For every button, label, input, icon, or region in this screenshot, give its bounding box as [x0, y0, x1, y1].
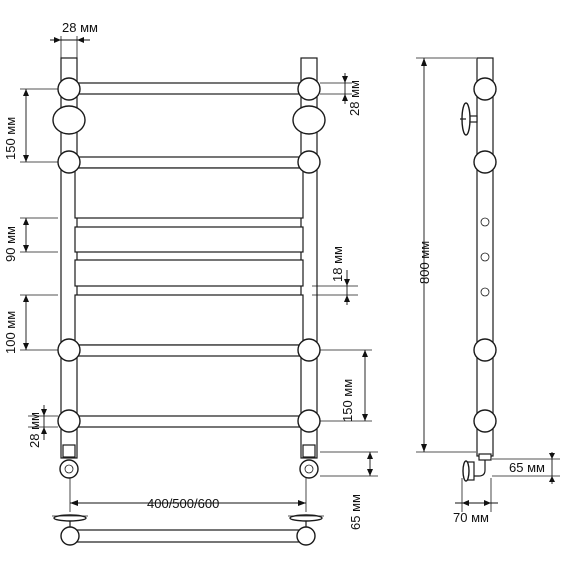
rail-3 [76, 344, 302, 357]
joint-ball [57, 150, 81, 174]
dim-label-top-tube: 28 мм [62, 20, 98, 35]
dim-label-top-rail-gap: 28 мм [347, 80, 362, 116]
side-tube [476, 57, 494, 457]
side-wall-bracket [460, 102, 478, 136]
top-view-ball-right [296, 526, 316, 546]
side-connection [462, 453, 492, 482]
dimension-labels: 28 мм 28 мм 150 мм 90 мм 18 мм 100 мм 15… [3, 20, 545, 530]
joint-ball [297, 77, 321, 101]
side-view [460, 57, 497, 482]
joint-ball [297, 409, 321, 433]
dim-label-wall-offset: 70 мм [453, 510, 489, 525]
side-ball [473, 150, 497, 174]
valve-left [59, 444, 79, 479]
hole-marker [480, 252, 490, 262]
dim-label-bottom-spacing: 150 мм [340, 379, 355, 422]
dim-label-rail-gap: 18 мм [330, 246, 345, 282]
dim-label-lower-spacing: 100 мм [3, 311, 18, 354]
side-ball [473, 77, 497, 101]
dim-label-side-connection: 65 мм [509, 460, 545, 475]
hole-marker [480, 287, 490, 297]
joint-ball [57, 409, 81, 433]
shelf-panel-3 [74, 259, 304, 287]
top-view-ball-left [60, 526, 80, 546]
joint-ball [297, 150, 321, 174]
dim-label-height-total: 800 мм [417, 241, 432, 284]
front-view [52, 57, 326, 479]
dim-label-width: 400/500/600 [147, 496, 219, 511]
dimensions [20, 36, 560, 512]
side-ball [473, 338, 497, 362]
wall-plate-left [53, 514, 87, 522]
dim-label-upper-spacing: 150 мм [3, 117, 18, 160]
top-view [52, 514, 324, 546]
joint-ball [57, 338, 81, 362]
joint-ball [57, 77, 81, 101]
dim-label-mid-spacing: 90 мм [3, 226, 18, 262]
dim-label-bottom-rail: 28 мм [27, 412, 42, 448]
dim-label-connection-height: 65 мм [348, 494, 363, 530]
shelf-panel-1 [74, 167, 304, 219]
valve-right [299, 444, 319, 479]
rail-2 [76, 156, 302, 169]
shelf-panel-2 [74, 226, 304, 253]
top-view-rail [71, 529, 305, 543]
wall-mount-right [292, 105, 326, 135]
rail-4 [76, 415, 302, 428]
wall-mount-left [52, 105, 86, 135]
hole-marker [480, 217, 490, 227]
rail-1 [76, 82, 302, 95]
side-ball [473, 409, 497, 433]
shelf-panel-4 [74, 294, 304, 346]
wall-plate-right [289, 514, 323, 522]
joint-ball [297, 338, 321, 362]
